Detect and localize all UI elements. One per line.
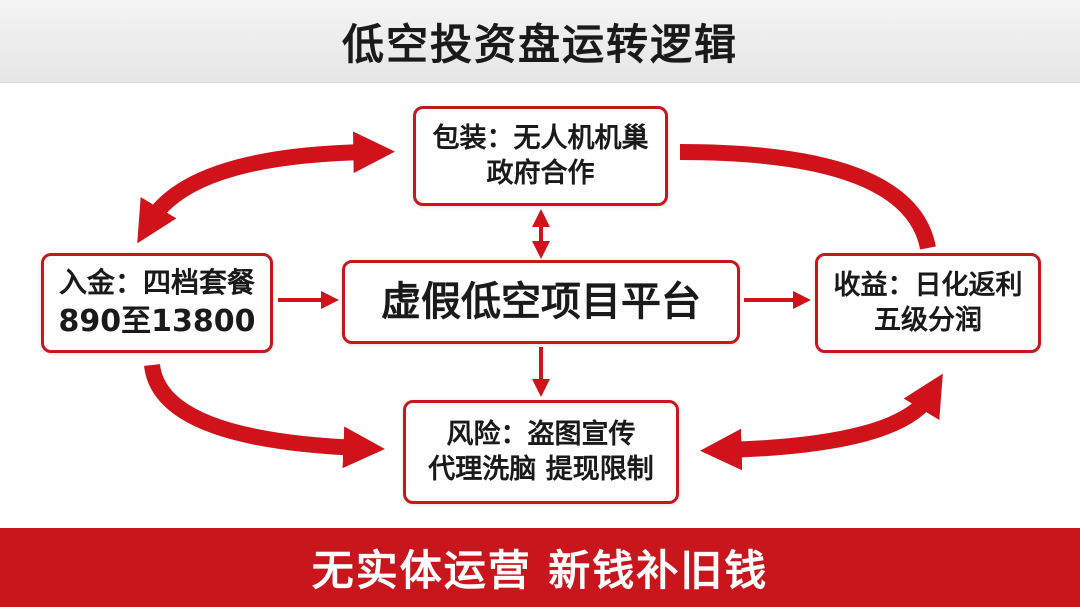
node-returns: 收益：日化返利 五级分润 [815,253,1041,353]
arrow-left-to-bottom-curved [144,363,385,469]
node-risk-line2: 代理洗脑 提现限制 [428,454,654,485]
node-returns-line1: 收益：日化返利 [833,269,1023,301]
node-deposit-line2: 890至13800 [58,303,256,339]
node-platform-label: 虚假低空项目平台 [381,279,701,325]
node-platform: 虚假低空项目平台 [342,260,740,344]
diagram-title: 低空投资盘运转逻辑 [341,19,738,69]
node-returns-line2: 五级分润 [874,305,982,336]
node-deposit: 入金：四档套餐 890至13800 [41,253,273,353]
node-risk-line1: 风险：盗图宣传 [446,418,636,450]
node-packaging: 包装：无人机机巢 政府合作 [413,106,668,206]
node-risk: 风险：盗图宣传 代理洗脑 提现限制 [403,400,679,504]
arrow-left-to-top-curved [137,131,395,244]
node-packaging-line2: 政府合作 [486,158,595,189]
title-bar: 低空投资盘运转逻辑 [0,0,1080,83]
node-deposit-line1: 入金：四档套餐 [58,266,255,300]
arrow-bottom-to-right-curved [700,373,943,471]
footer-text: 无实体运营 新钱补旧钱 [311,546,769,595]
node-packaging-line1: 包装：无人机机巢 [432,122,649,154]
arrow-top-to-right-curved [679,144,936,250]
footer-banner: 无实体运营 新钱补旧钱 [0,528,1080,607]
